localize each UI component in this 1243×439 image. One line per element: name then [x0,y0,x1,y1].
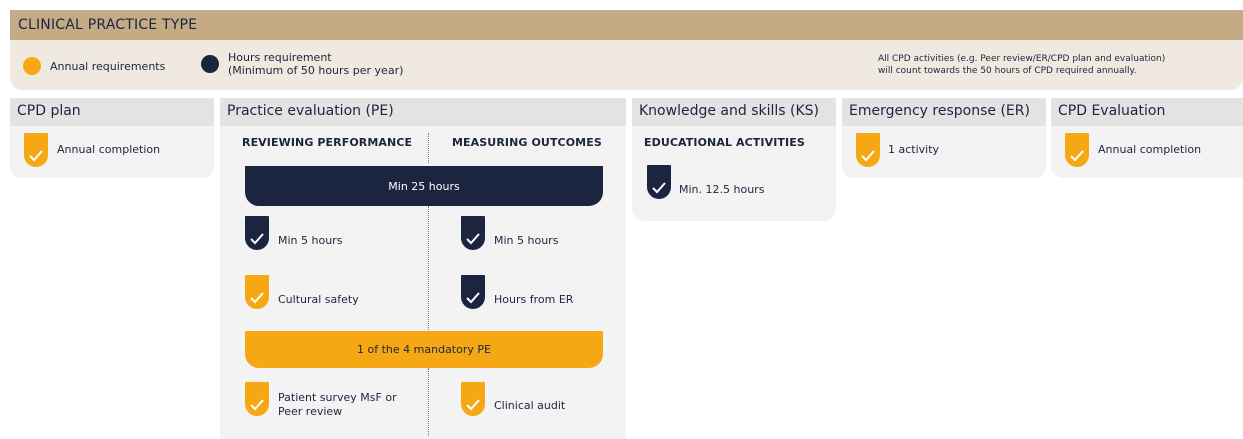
check-badge-icon [647,165,671,199]
pe-patient-survey: Patient survey MsF or Peer review [278,391,397,419]
gold-dot-icon [23,57,41,75]
panel-eval: Annual completion [1051,126,1243,178]
ks-heading: EDUCATIONAL ACTIVITIES [644,136,805,149]
pe-cultural-safety: Cultural safety [278,293,359,306]
pe-clinical-audit: Clinical audit [494,399,566,412]
section-header: CLINICAL PRACTICE TYPE [10,10,1243,40]
legend-annual: Annual requirements [23,57,165,75]
pe-mandatory-bar: 1 of the 4 mandatory PE [245,331,603,368]
divider [428,206,429,330]
check-badge-icon [856,133,880,167]
column-title-er: Emergency response (ER) [842,98,1046,126]
check-badge-icon [245,216,269,250]
eval-item: Annual completion [1098,143,1202,156]
cpd-plan-item: Annual completion [57,143,161,156]
divider [428,368,429,436]
legend-hours-line1: Hours requirement [228,51,332,64]
check-badge-icon [461,216,485,250]
pe-right-heading: MEASURING OUTCOMES [452,136,602,149]
check-badge-icon [245,382,269,416]
check-badge-icon [1065,133,1089,167]
check-badge-icon [245,275,269,309]
panel-cpd-plan: Annual completion [10,126,214,178]
divider [428,133,429,163]
check-badge-icon [24,133,48,167]
legend-hours-label: Hours requirement (Minimum of 50 hours p… [228,51,403,77]
pe-patient-line1: Patient survey MsF or [278,391,397,404]
column-title-cpd-plan: CPD plan [10,98,214,126]
legend-hours-line2: (Minimum of 50 hours per year) [228,64,404,77]
panel-ks: EDUCATIONAL ACTIVITIES Min. 12.5 hours [632,126,836,221]
navy-dot-icon [201,55,219,73]
legend-hours: Hours requirement (Minimum of 50 hours p… [201,51,403,77]
column-title-ks: Knowledge and skills (KS) [632,98,836,126]
pe-right-min: Min 5 hours [494,234,559,247]
pe-min-total-bar: Min 25 hours [245,166,603,206]
check-badge-icon [461,382,485,416]
column-title-eval: CPD Evaluation [1051,98,1243,126]
legend-note-line1: All CPD activities (e.g. Peer review/ER/… [878,54,1166,64]
pe-patient-line2: Peer review [278,405,343,418]
pe-left-heading: REVIEWING PERFORMANCE [242,136,413,149]
check-badge-icon [461,275,485,309]
panel-er: 1 activity [842,126,1046,178]
column-title-pe: Practice evaluation (PE) [220,98,626,126]
legend-note: All CPD activities (e.g. Peer review/ER/… [878,53,1165,77]
er-item: 1 activity [888,143,940,156]
ks-item: Min. 12.5 hours [679,183,765,196]
legend-note-line2: will count towards the 50 hours of CPD r… [878,66,1137,76]
section-title: CLINICAL PRACTICE TYPE [18,17,198,33]
pe-hours-er: Hours from ER [494,293,574,306]
pe-left-min: Min 5 hours [278,234,343,247]
legend-annual-label: Annual requirements [50,59,166,73]
legend: Annual requirements Hours requirement (M… [10,40,1243,90]
